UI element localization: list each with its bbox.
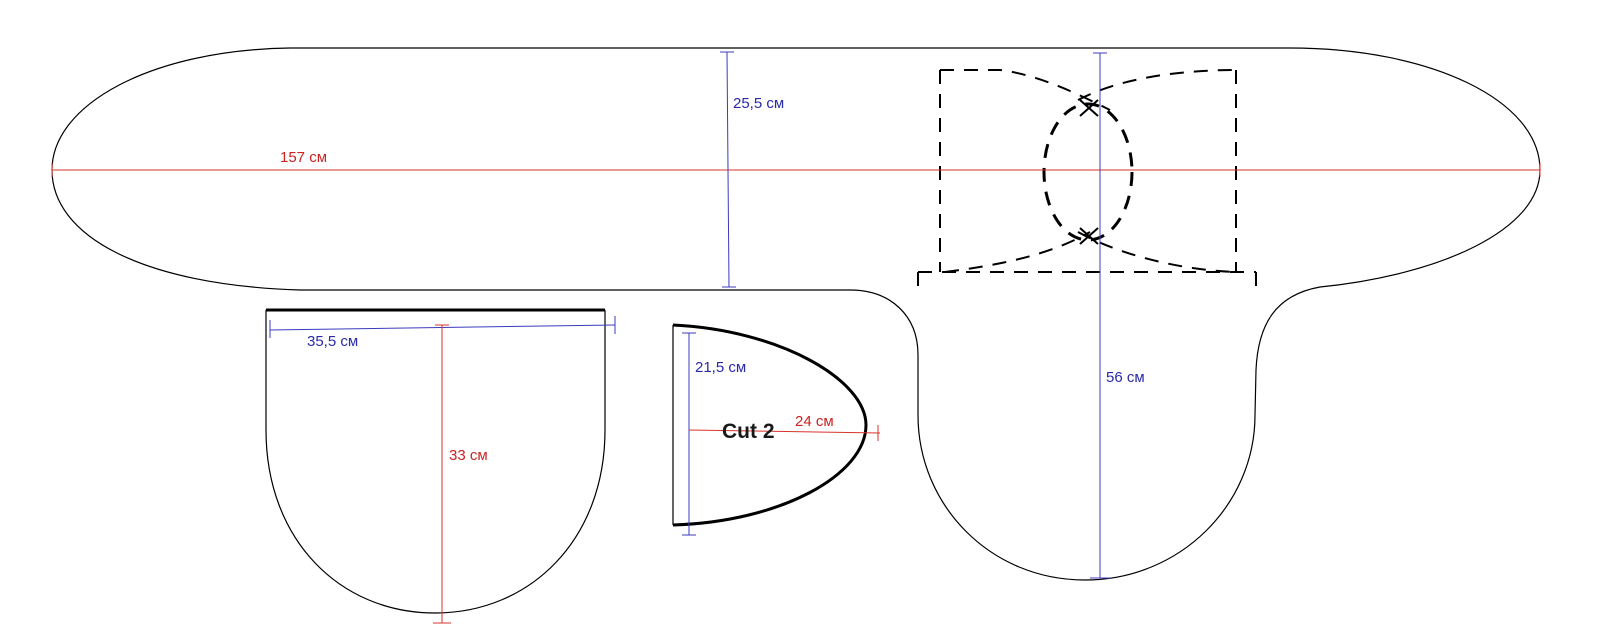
cross-mark-bottom [1079,227,1099,245]
dashed-bottom-left-curve [944,231,1091,273]
ear-piece-curve [672,323,868,527]
dim-band-width: 25,5 см [720,51,784,288]
label-total-length: 157 см [280,149,327,166]
label-side-width: 35,5 см [307,333,358,350]
main-band-outline [51,47,1541,581]
dashed-overlay [917,69,1257,292]
dashed-bottom-right-curve [1077,231,1237,273]
dim-total-length: 157 см [51,149,1541,177]
dashed-circle [1042,102,1134,242]
label-side-height: 33 см [449,447,488,464]
dim-line-band-width [726,51,730,288]
label-band-width: 25,5 см [733,95,784,112]
cross-mark-top [1079,99,1099,117]
dim-ear-width: 24 см [688,413,881,441]
dim-ear-height: 21,5 см [682,332,746,536]
dim-line-ear-width [688,429,881,434]
side-piece-outline [265,310,606,614]
label-ear-height: 21,5 см [695,359,746,376]
dim-side-piece-height: 33 см [433,324,488,624]
label-back-length: 56 см [1106,369,1145,386]
dim-back-piece-length: 56 см [1090,52,1145,579]
dashed-top-right-curve [1077,69,1237,101]
label-ear-width: 24 см [795,413,834,430]
label-cut-count: Cut 2 [722,420,775,443]
